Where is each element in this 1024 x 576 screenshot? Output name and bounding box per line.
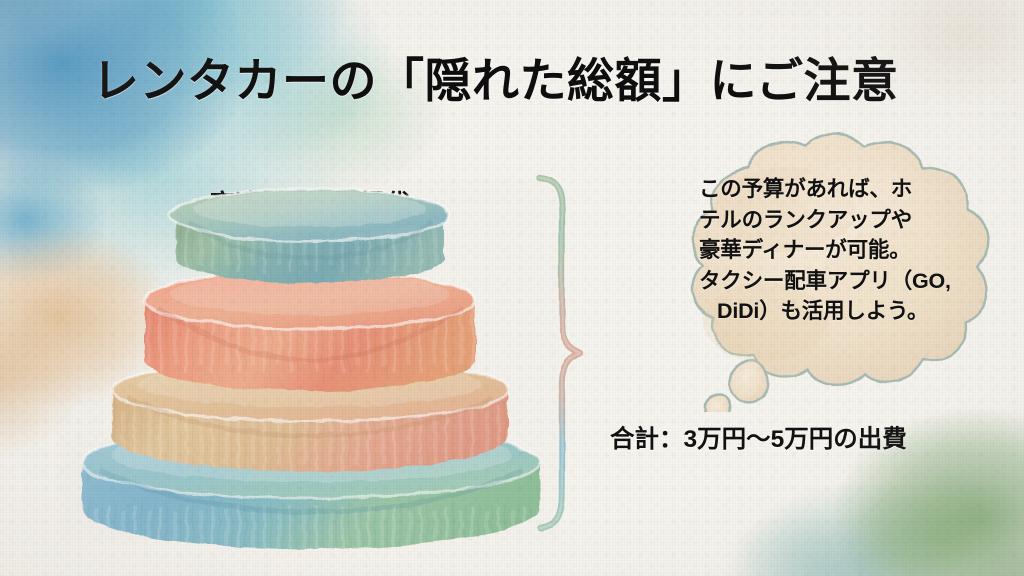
bubble-line-3: 豪華ディナーが可能。 [699,238,911,263]
speech-bubble-cloud-shape [691,132,990,412]
summary-brace-icon [536,174,584,532]
bubble-line-2: テルのランクアップや [699,207,913,232]
bubble-line-1: この予算があれば、ホ [699,177,913,201]
advice-speech-bubble: この予算があれば、ホ テルのランクアップや 豪華ディナーが可能。 タクシー配車ア… [655,132,1015,412]
bubble-line-5: DiDi）も活用しよう。 [717,299,929,324]
total-cost-text: 合計：3万円〜5万円の出費 [610,426,907,453]
speech-bubble-text: この予算があれば、ホ テルのランクアップや 豪華ディナーが可能。 タクシー配車ア… [699,174,979,327]
page-title: レンタカーの「隠れた総額」にご注意 [92,54,899,107]
bubble-line-4: タクシー配車アプリ（GO, [699,268,951,293]
